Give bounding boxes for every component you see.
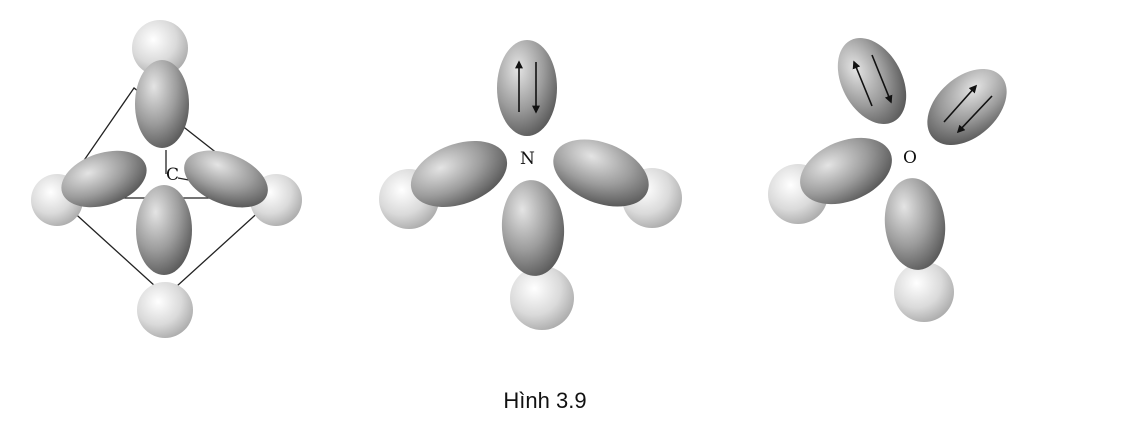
electron-spin-arrows <box>515 60 540 114</box>
bonding-orbital-top <box>135 60 189 148</box>
central-atom-label: N <box>520 149 535 169</box>
molecule-water: O <box>768 38 1007 322</box>
bonding-orbital-right <box>184 150 268 208</box>
hydrogen-bottom <box>894 262 954 322</box>
hydrogen-bottom <box>137 282 193 338</box>
electron-spin-arrows-left <box>852 54 893 107</box>
figure-caption: Hình 3.9 <box>503 388 587 413</box>
hydrogen-bottom <box>510 266 574 330</box>
bonding-orbital-bottom <box>136 185 192 275</box>
central-atom-label: O <box>903 148 917 168</box>
bonding-orbital-bottom <box>501 180 565 276</box>
lone-pair-orbital-left <box>837 38 907 124</box>
electron-spin-arrows-right <box>943 84 993 134</box>
bonding-orbital-bottom <box>884 178 946 270</box>
molecule-ammonia: N <box>379 40 682 330</box>
lone-pair-orbital-right <box>927 68 1007 146</box>
bonding-orbital-left <box>800 137 892 205</box>
molecule-methane: C <box>31 20 302 338</box>
central-atom-label: C <box>166 165 179 185</box>
lone-pair-orbital <box>497 40 557 136</box>
hydrogen-top <box>132 20 188 76</box>
bonding-orbital-left <box>410 141 508 207</box>
bonding-orbital-right <box>553 139 649 207</box>
bonding-orbital-left <box>61 150 147 208</box>
